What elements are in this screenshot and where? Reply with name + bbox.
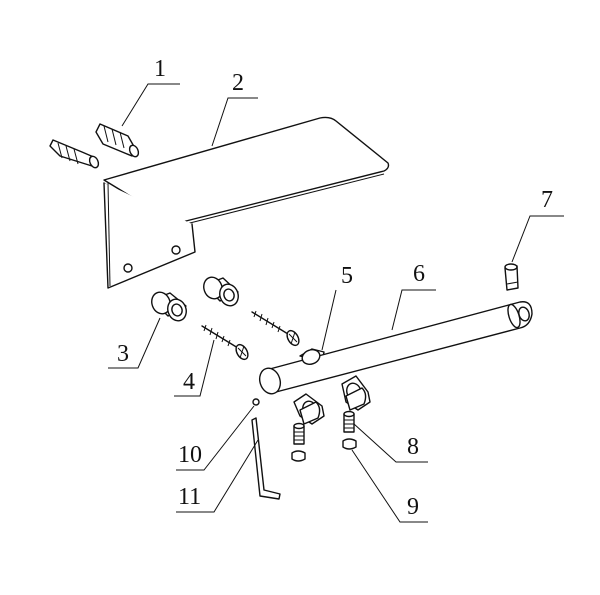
- wall-anchor-upper: [95, 123, 140, 158]
- callout-5: 5: [341, 263, 353, 289]
- spacer-sleeve-left: [151, 291, 187, 322]
- leader-lines: [108, 83, 564, 523]
- screw-cap-part: [291, 438, 357, 462]
- callout-10: 10: [178, 442, 202, 468]
- small-screw-part: [252, 398, 260, 406]
- spacer-sleeve-right: [203, 276, 239, 307]
- set-screw-part: [293, 410, 355, 445]
- callout-labels: 1 2 3 4 5 6 7 8 9 10 11: [117, 56, 553, 520]
- spacer-sleeve-part: [151, 276, 239, 322]
- allen-key-part: [251, 417, 281, 500]
- callout-9: 9: [407, 494, 419, 520]
- callout-2: 2: [232, 70, 244, 96]
- callout-4: 4: [183, 369, 195, 395]
- set-screw-right: [343, 410, 355, 433]
- callout-8: 8: [407, 434, 419, 460]
- set-screw-left: [293, 422, 305, 445]
- callout-11: 11: [178, 484, 201, 510]
- wall-anchor-part: [49, 123, 140, 169]
- shelf-bracket-part: [103, 116, 390, 289]
- wood-screw-part: [201, 310, 300, 361]
- callout-7: 7: [541, 187, 553, 213]
- wall-anchor-lower: [49, 139, 100, 169]
- towel-bar-assembly: [258, 301, 533, 425]
- wood-screw-left: [201, 324, 249, 361]
- callout-1: 1: [154, 56, 166, 82]
- callout-6: 6: [413, 261, 425, 287]
- end-pin-part: [504, 263, 519, 291]
- wood-screw-right: [251, 310, 300, 347]
- callout-3: 3: [117, 341, 129, 367]
